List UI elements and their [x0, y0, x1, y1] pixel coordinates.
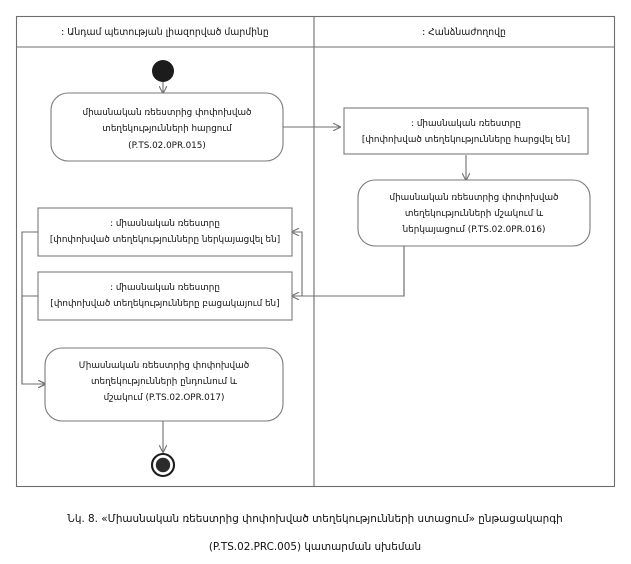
action-receive-line-2: տեղեկությունների ընդունում և: [91, 377, 238, 387]
swimlane-frame: [15, 15, 616, 488]
object-register-absent[interactable]: : միասնական ռեեստրը [փոփոխված տեղեկությո…: [37, 271, 293, 321]
action-process-and-submit[interactable]: միասնական ռեեստրից փոփոխված տեղեկություն…: [357, 179, 591, 247]
lane-title-member-state-body: : Անդամ պետության լիազորված մարմինը: [61, 27, 269, 38]
action-request-line-3: (P.TS.02.0PR.015): [128, 141, 206, 151]
connector-process-to-object-absent: [292, 245, 405, 296]
object-register-requested-line-2: [փոփոխված տեղեկությունները հարցվել են]: [362, 135, 570, 145]
action-request-line-2: տեղեկությունների հարցում: [102, 124, 232, 134]
connectors: [21, 82, 466, 452]
object-register-requested-shape[interactable]: [343, 107, 589, 155]
action-request-changed-info[interactable]: միասնական ռեեստրից փոփոխված տեղեկություն…: [50, 92, 284, 162]
lane-title-commission: : Հանձնաժողովը: [422, 27, 506, 38]
object-register-submitted-shape[interactable]: [37, 207, 293, 257]
figure-caption-line-2: (P.TS.02.PRC.005) կատարման սխեման: [209, 541, 421, 553]
action-request-line-1: միասնական ռեեստրից փոփոխված: [83, 108, 252, 118]
action-receive-and-process[interactable]: Միասնական ռեեստրից փոփոխված տեղեկություն…: [44, 347, 284, 422]
action-process-line-1: միասնական ռեեստրից փոփոխված: [390, 193, 559, 203]
filled-circle-icon: [152, 60, 174, 82]
object-register-submitted-line-2: [փոփոխված տեղեկությունները ներկայացվել ե…: [50, 235, 280, 245]
bullseye-circle-core-icon: [155, 457, 171, 473]
object-register-absent-line-2: [փոփոխված տեղեկությունները բացակայում են…: [50, 299, 279, 309]
object-register-submitted-line-1: : միասնական ռեեստրը: [110, 219, 220, 229]
object-register-requested-line-1: : միասնական ռեեստրը: [411, 119, 521, 129]
object-register-submitted[interactable]: : միասնական ռեեստրը [փոփոխված տեղեկությո…: [37, 207, 293, 257]
action-receive-line-3: մշակում (P.TS.02.OPR.017): [104, 393, 225, 403]
action-process-and-submit-shape[interactable]: [357, 179, 591, 247]
end-node: [150, 452, 176, 478]
object-register-requested[interactable]: : միասնական ռեեստրը [փոփոխված տեղեկությո…: [343, 107, 589, 155]
figure-caption-line-1: Նկ. 8. «Միասնական ռեեստրից փոփոխված տեղե…: [67, 513, 562, 525]
action-receive-line-1: Միասնական ռեեստրից փոփոխված: [79, 361, 249, 371]
action-receive-and-process-shape[interactable]: [44, 347, 284, 422]
action-process-line-3: ներկայացում (P.TS.02.0PR.016): [402, 225, 546, 235]
action-process-line-2: տեղեկությունների մշակում և: [405, 209, 544, 219]
diagram-outer-frame: [15, 15, 616, 488]
object-register-absent-shape[interactable]: [37, 271, 293, 321]
object-register-absent-line-1: : միասնական ռեեստրը: [110, 283, 220, 293]
connector-object-absent-to-receive: [21, 295, 45, 384]
start-node: [152, 60, 174, 82]
action-request-shape[interactable]: [50, 92, 284, 162]
